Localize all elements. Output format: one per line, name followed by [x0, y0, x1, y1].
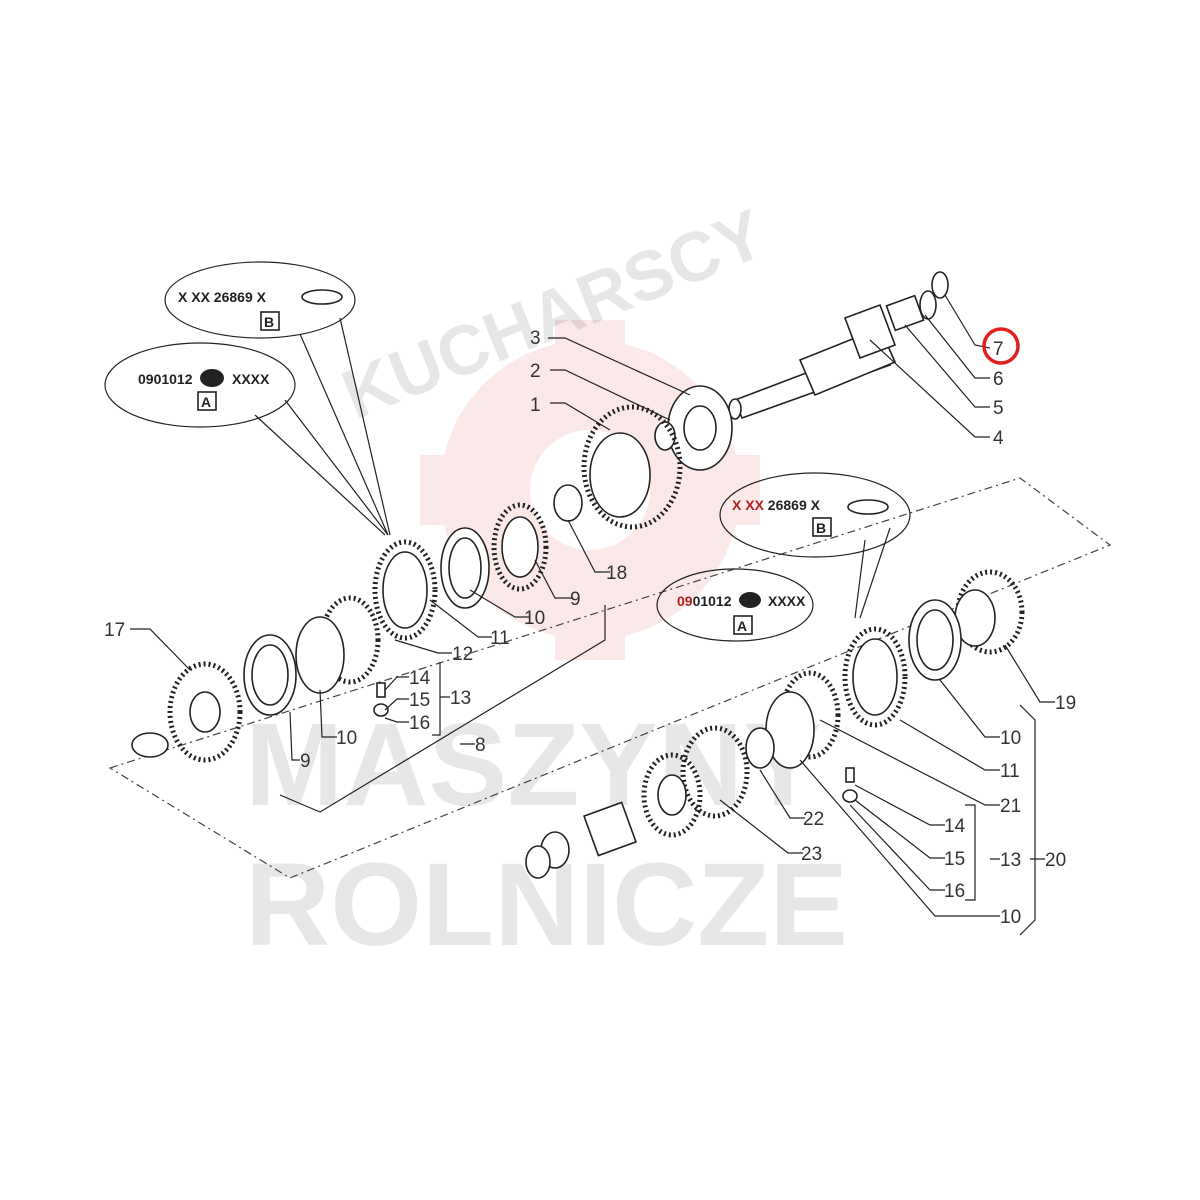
part-label-10[interactable]: 10: [1000, 907, 1021, 928]
part-label-15[interactable]: 15: [944, 849, 965, 870]
part-label-13[interactable]: 13: [1000, 850, 1021, 871]
callout-a-left: 0901012 XXXX A: [104, 342, 389, 536]
callout-b-left: X XX 26869 X B: [164, 261, 391, 536]
leader-lines: [130, 294, 1055, 936]
part-label-17[interactable]: 17: [104, 620, 125, 641]
watermark-line1: MASZYNY: [245, 699, 822, 831]
part-label-9[interactable]: 9: [300, 751, 311, 772]
main-shaft: [728, 271, 949, 420]
part-label-13[interactable]: 13: [450, 688, 471, 709]
svg-text:A: A: [737, 618, 747, 634]
part-label-15[interactable]: 15: [409, 690, 430, 711]
part-label-12[interactable]: 12: [452, 644, 473, 665]
gear-parts-lower: [525, 569, 1025, 879]
svg-text:X XX 26869 X: X XX 26869 X: [178, 289, 267, 305]
part-label-10[interactable]: 10: [1000, 728, 1021, 749]
assembly-outline: [108, 477, 1112, 879]
svg-text:A: A: [201, 394, 211, 410]
callout-a-right: 0901012 XXXX A: [656, 568, 814, 642]
svg-text:XXXX: XXXX: [232, 371, 270, 387]
part-label-18[interactable]: 18: [606, 563, 627, 584]
part-label-23[interactable]: 23: [801, 844, 822, 865]
part-label-14[interactable]: 14: [409, 668, 431, 689]
part-label-10[interactable]: 10: [524, 608, 545, 629]
part-label-20[interactable]: 20: [1045, 850, 1066, 871]
part-label-6[interactable]: 6: [993, 369, 1004, 390]
part-label-8[interactable]: 8: [475, 735, 486, 756]
highlight-circle: [982, 327, 1020, 365]
part-label-16[interactable]: 16: [944, 881, 965, 902]
svg-text:0901012: 0901012: [677, 593, 732, 609]
part-label-11[interactable]: 11: [1000, 761, 1020, 782]
svg-text:B: B: [816, 520, 826, 536]
part-label-22[interactable]: 22: [803, 809, 824, 830]
part-label-19[interactable]: 19: [1055, 693, 1076, 714]
part-label-5[interactable]: 5: [993, 398, 1004, 419]
callout-b-right: X XX 26869 X B: [719, 472, 911, 619]
part-label-10[interactable]: 10: [336, 728, 357, 749]
gear-parts-upper: [131, 385, 733, 763]
part-label-1[interactable]: 1: [530, 395, 541, 416]
svg-text:0901012: 0901012: [138, 371, 193, 387]
svg-text:B: B: [264, 314, 274, 330]
part-label-4[interactable]: 4: [993, 428, 1004, 449]
part-label-16[interactable]: 16: [409, 713, 430, 734]
svg-text:X XX 26869 X: X XX 26869 X: [732, 497, 821, 513]
part-label-9[interactable]: 9: [570, 589, 581, 610]
part-label-2[interactable]: 2: [530, 361, 541, 382]
svg-text:XXXX: XXXX: [768, 593, 806, 609]
part-label-11[interactable]: 11: [490, 628, 510, 649]
part-label-14[interactable]: 14: [944, 816, 966, 837]
part-label-3[interactable]: 3: [530, 328, 541, 349]
part-label-21[interactable]: 21: [1000, 796, 1021, 817]
part-label-7[interactable]: 7: [993, 339, 1004, 360]
